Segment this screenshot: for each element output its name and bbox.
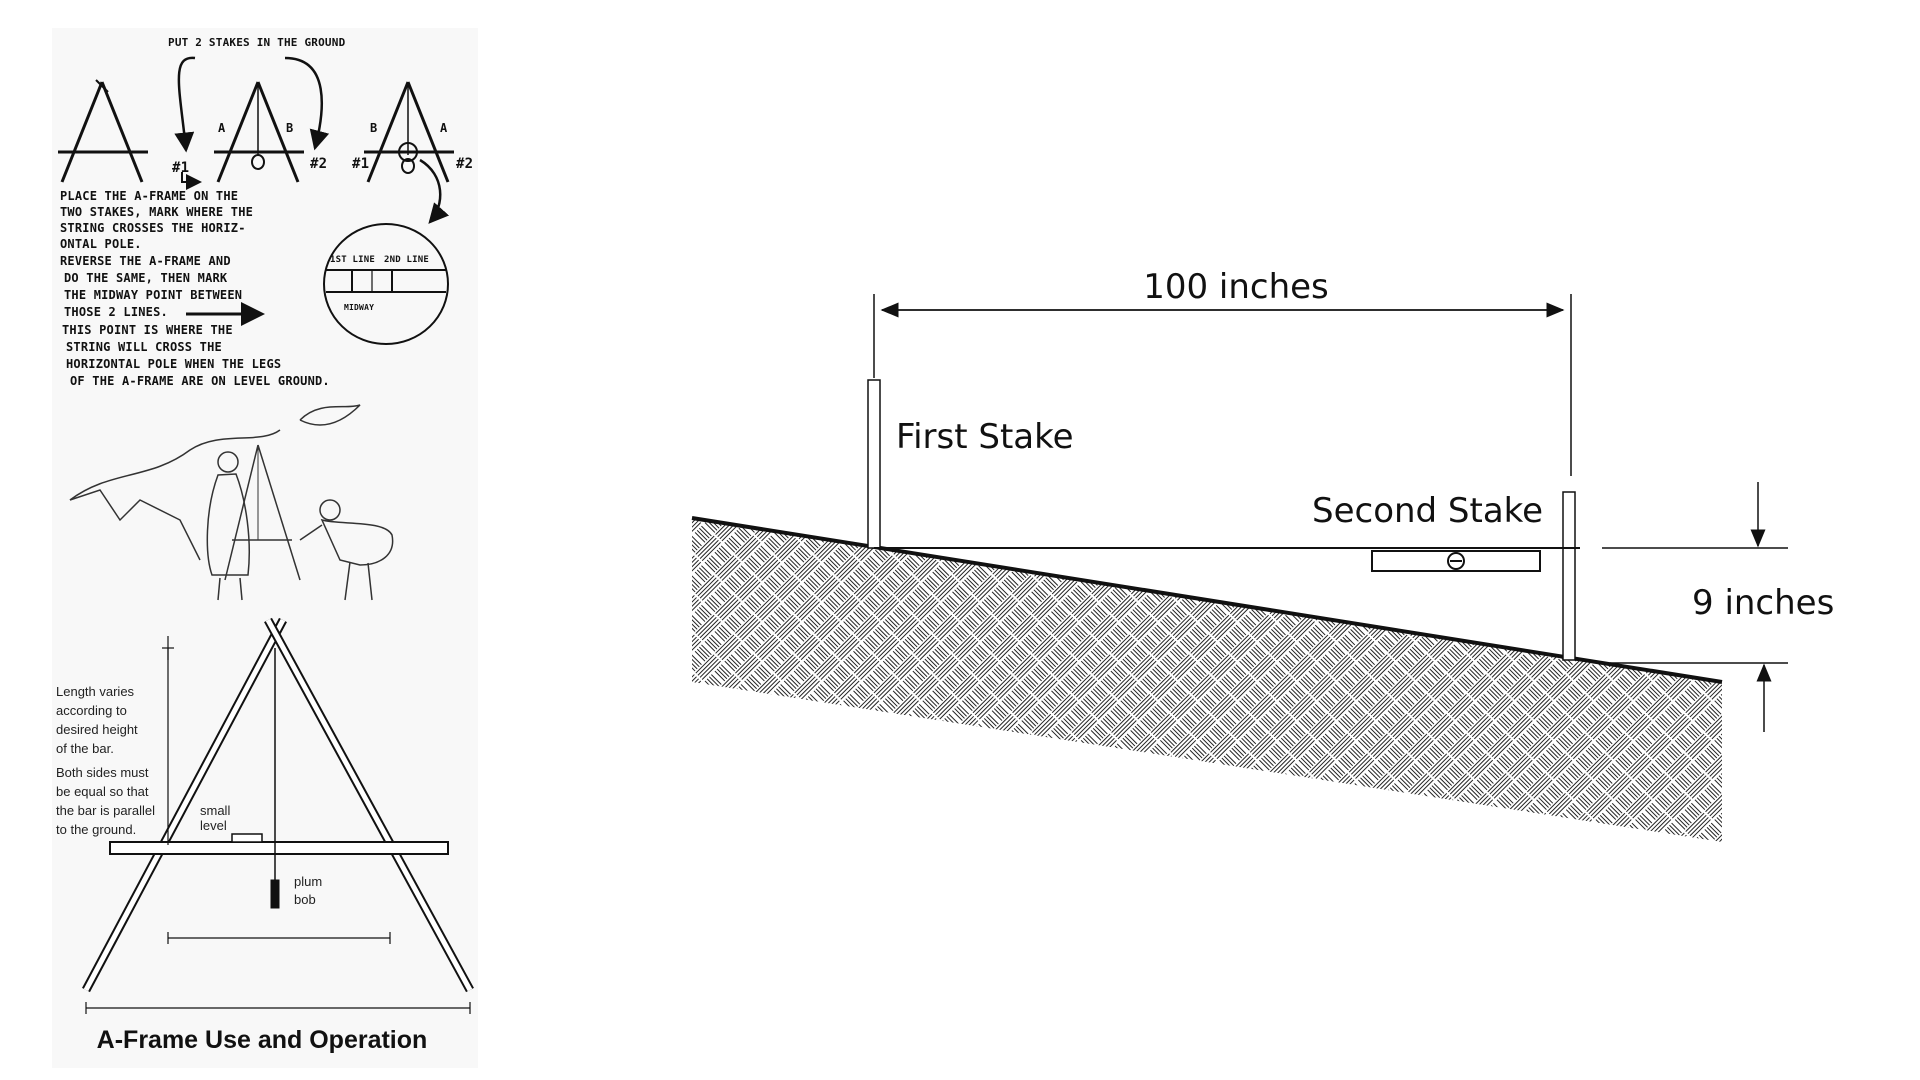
- instructions-text: Place the A-frame on the two stakes, mar…: [60, 189, 330, 388]
- panel-caption: A-Frame Use and Operation: [97, 1026, 428, 1054]
- curved-arrow-left: [174, 56, 196, 153]
- a-frame-sketch-3: [364, 81, 454, 183]
- stake-2-label-3: #2: [456, 156, 473, 172]
- zoom-detail-circle: [323, 223, 449, 345]
- mark-a-label-2: A: [218, 121, 226, 135]
- a-frame-sketch-1: [58, 79, 148, 183]
- ground-hatching: [692, 518, 1722, 842]
- second-stake-label: Second Stake: [1312, 491, 1543, 531]
- mark-b-label-2: B: [286, 121, 293, 135]
- first-stake: [867, 379, 881, 549]
- vertical-dimension-label: 9 inches: [1692, 583, 1834, 623]
- frame-note-line: to the ground.: [56, 822, 136, 837]
- top-instruction-label: Put 2 stakes in the ground: [168, 36, 346, 49]
- a-frame-diagram: [82, 617, 474, 1014]
- stake-1-label-3: #1: [352, 156, 369, 172]
- frame-note-line: the bar is parallel: [56, 803, 155, 818]
- frame-note-line: desired height: [56, 722, 138, 737]
- stake-2-label-2: #2: [310, 156, 327, 172]
- instruction-line: ontal pole.: [60, 237, 142, 251]
- frame-note-line: be equal so that: [56, 784, 149, 799]
- midway-label: midway: [344, 303, 374, 312]
- zoom-arrow: [419, 158, 450, 224]
- instruction-line: those 2 lines.: [64, 305, 168, 319]
- small-level-label: small: [200, 803, 230, 818]
- frame-note-line: according to: [56, 703, 127, 718]
- people-using-a-frame-sketch: [69, 404, 394, 601]
- vertical-dimension: [1602, 482, 1788, 732]
- instruction-line: string crosses the horiz-: [60, 221, 246, 235]
- instruction-line: the midway point between: [64, 288, 242, 302]
- mark-a-label-3: A: [440, 121, 448, 135]
- frame-note-line: Length varies: [56, 684, 135, 699]
- horizontal-dimension: [873, 294, 1572, 476]
- instruction-line: string will cross the: [66, 340, 222, 354]
- frame-notes: Length varies according to desired heigh…: [56, 684, 155, 837]
- small-level-label: level: [200, 818, 227, 833]
- horizontal-dimension-label: 100 inches: [1143, 267, 1329, 307]
- first-stake-label: First Stake: [896, 417, 1074, 457]
- frame-note-line: of the bar.: [56, 741, 114, 756]
- instruction-line: of the A-frame are on level ground.: [70, 374, 330, 388]
- instruction-line: two stakes, mark where the: [60, 205, 253, 219]
- left-panel-background: [52, 28, 478, 1068]
- instruction-line: Reverse the A-frame and: [60, 254, 231, 268]
- instruction-line: Place the A-frame on the: [60, 189, 238, 203]
- stake-1-label-2: #1: [172, 160, 189, 176]
- mark-b-label-3: B: [370, 121, 377, 135]
- first-line-label: 1st line: [330, 255, 375, 265]
- frame-note-line: Both sides must: [56, 765, 149, 780]
- a-frame-sketch-2: [214, 81, 304, 183]
- instruction-line: horizontal pole when the legs: [66, 357, 281, 371]
- curved-arrow-right: [284, 56, 330, 151]
- plum-bob-label: bob: [294, 892, 316, 907]
- stake-1-arrow: [181, 172, 202, 190]
- second-line-label: 2nd line: [384, 255, 429, 265]
- instruction-line: do the same, then mark: [64, 271, 228, 285]
- bubble-level: [1371, 550, 1541, 572]
- ground-slope-line: [691, 516, 1723, 684]
- instruction-line: This point is where the: [62, 323, 233, 337]
- plum-bob-label: plum: [294, 874, 322, 889]
- second-stake: [1562, 491, 1576, 661]
